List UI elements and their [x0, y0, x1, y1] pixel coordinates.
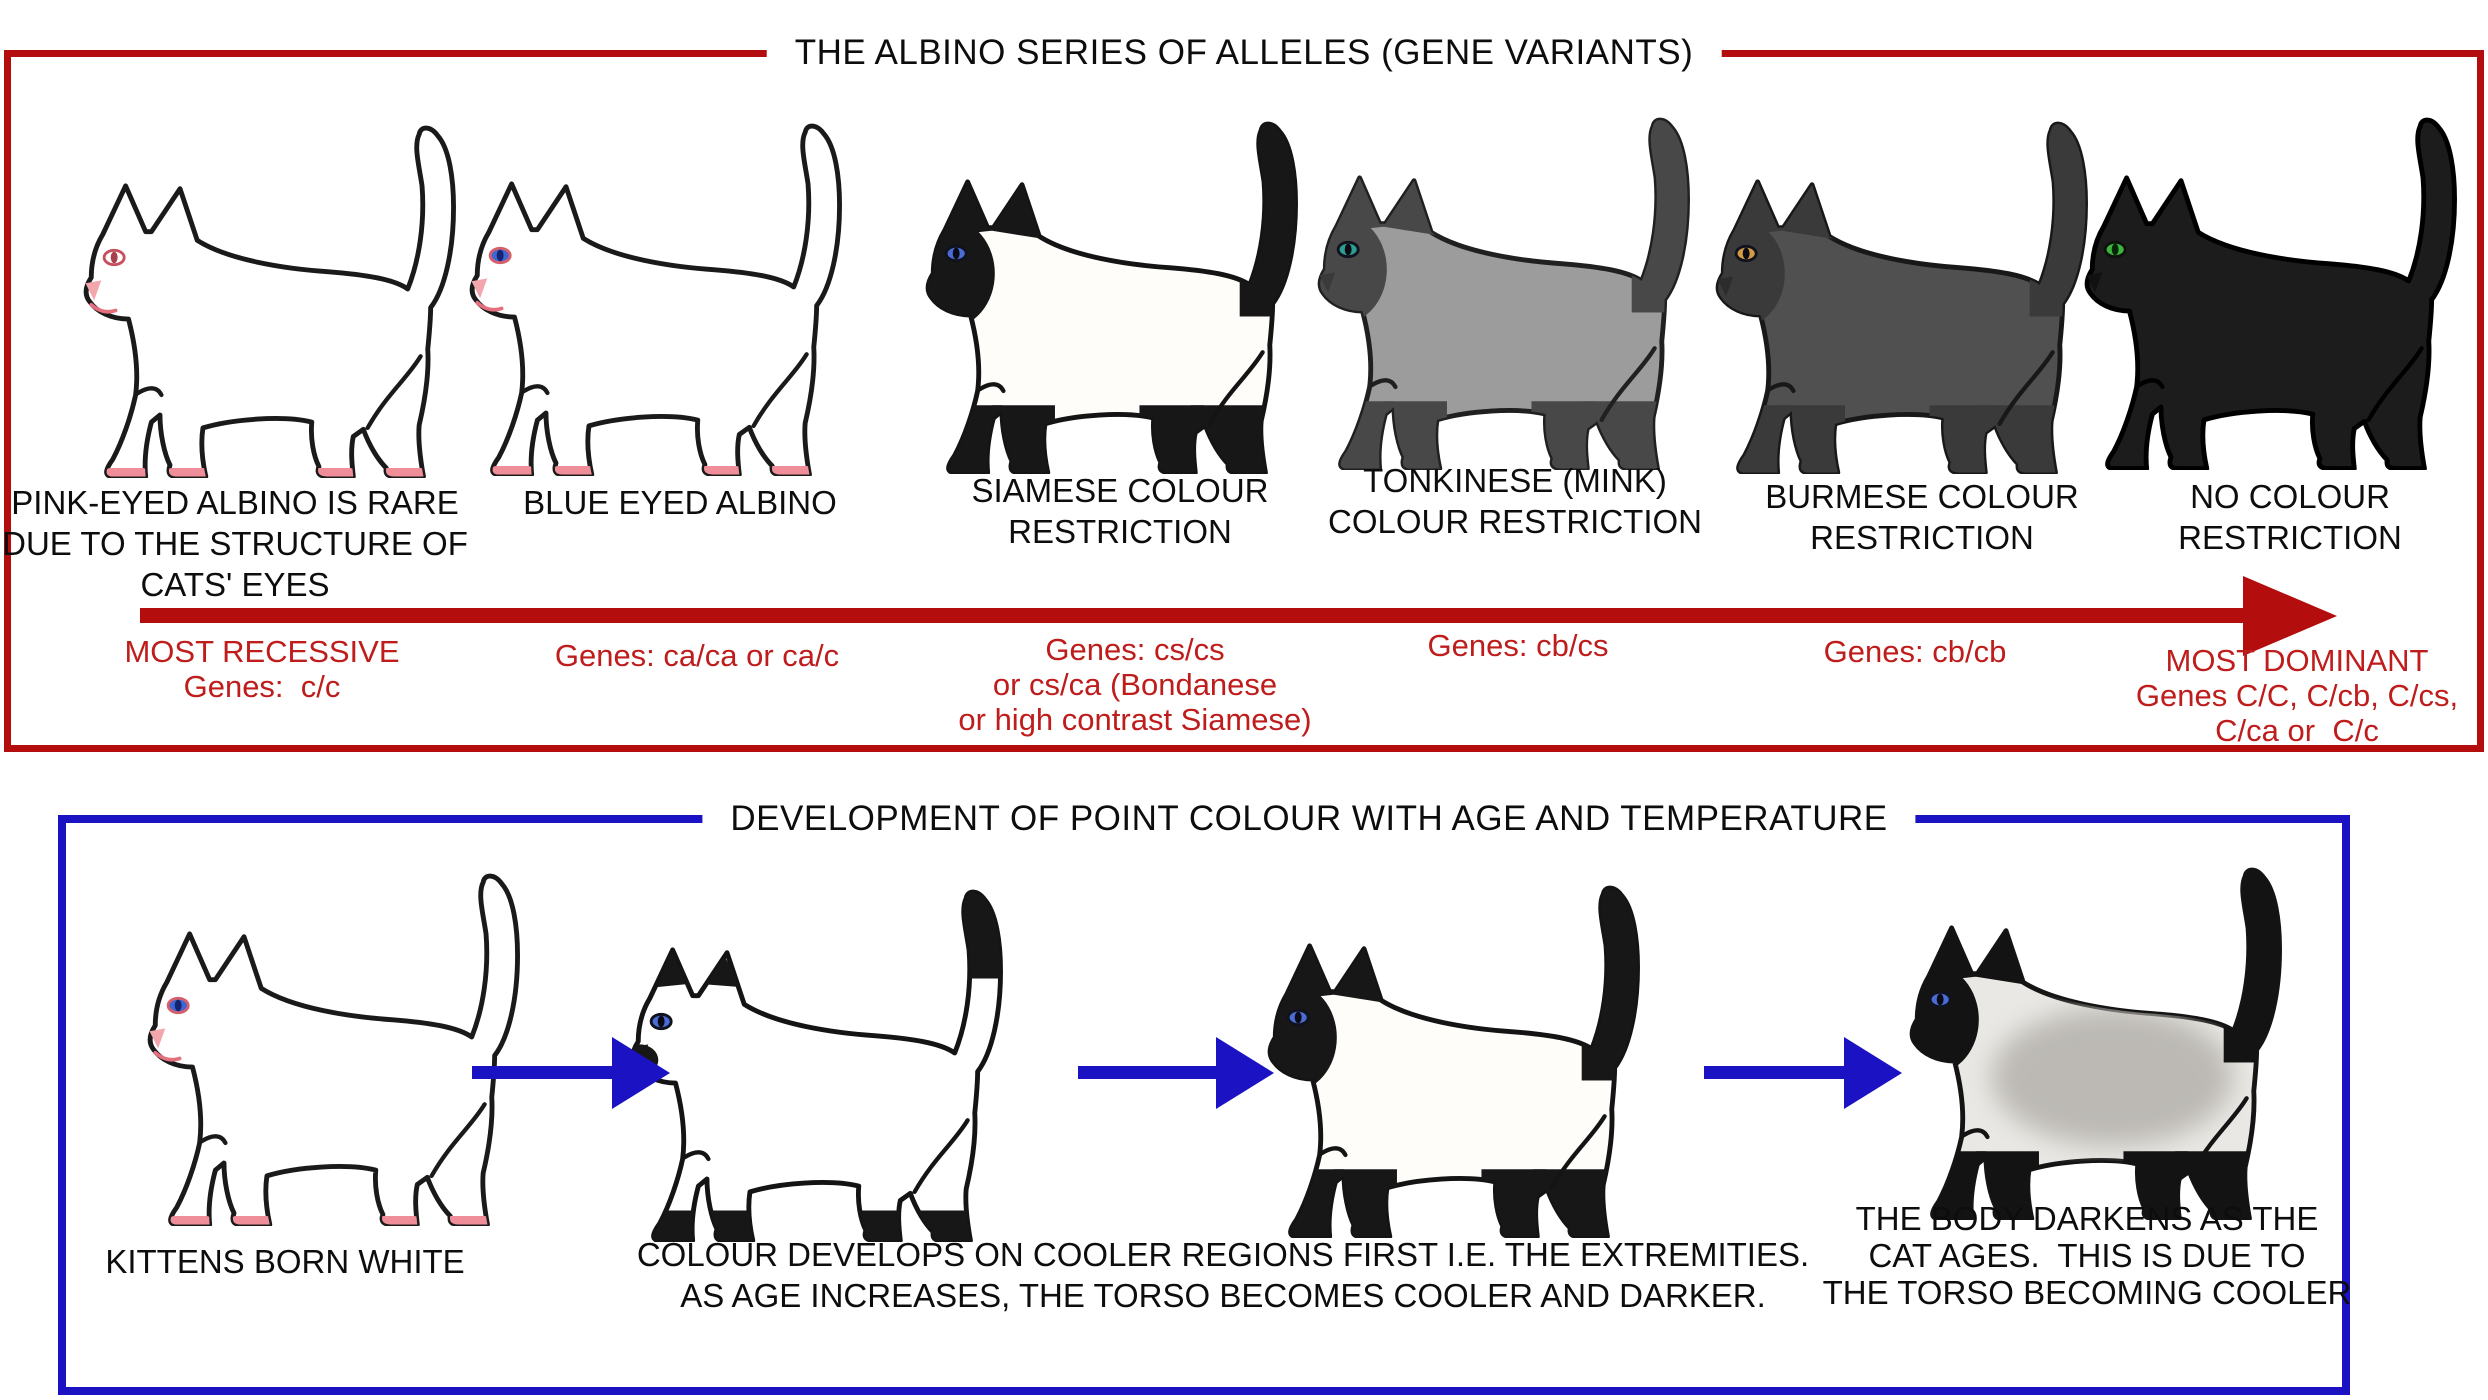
age-arrow-2-head	[1216, 1037, 1274, 1109]
albino-series-panel-border: THE ALBINO SERIES OF ALLELES (GENE VARIA…	[4, 31, 2484, 752]
cat-body-darkened-illustration	[1897, 862, 2327, 1220]
point-development-title: DEVELOPMENT OF POINT COLOUR WITH AGE AND…	[702, 797, 1916, 841]
cat-tonkinese-illustration	[1305, 112, 1735, 470]
dominance-arrow-head	[2243, 576, 2337, 656]
point-development-panel-border: DEVELOPMENT OF POINT COLOUR WITH AGE AND…	[58, 797, 2350, 1395]
blue-eyed-albino-label: BLUE EYED ALBINO	[523, 484, 837, 521]
cat-kitten-born-white-illustration	[135, 868, 565, 1226]
age-arrow-3-shaft	[1704, 1066, 1844, 1079]
age-arrow-1-head	[612, 1037, 670, 1109]
tonkinese-label: TONKINESE (MINK)COLOUR RESTRICTION	[1327, 462, 1703, 540]
age-arrow-3-head	[1844, 1037, 1902, 1109]
age-arrow-2-shaft	[1078, 1066, 1216, 1079]
cat-no-restriction-illustration	[2072, 112, 2488, 470]
age-arrow-1-shaft	[472, 1066, 612, 1079]
albino-series-title: THE ALBINO SERIES OF ALLELES (GENE VARIA…	[766, 31, 1722, 75]
cat-blue-eyed-albino-illustration	[457, 118, 887, 476]
blue-eyed-albino-genes: Genes: ca/ca or ca/c	[554, 638, 840, 673]
cat-points-developing-illustration	[618, 884, 1048, 1242]
cat-siamese-illustration	[913, 116, 1343, 474]
tonkinese-genes: Genes: cb/cs	[1427, 628, 1609, 663]
colour-development-caption: COLOUR DEVELOPS ON COOLER REGIONS FIRST …	[636, 1236, 1810, 1314]
cat-pink-eyed-albino-illustration	[71, 120, 501, 478]
kittens-born-white-caption: KITTENS BORN WHITE	[105, 1243, 465, 1280]
cat-points-developed-illustration	[1255, 880, 1685, 1238]
burmese-genes: Genes: cb/cb	[1823, 634, 2007, 669]
dominance-arrow-shaft	[140, 608, 2243, 623]
cat-burmese-illustration	[1703, 116, 2133, 474]
